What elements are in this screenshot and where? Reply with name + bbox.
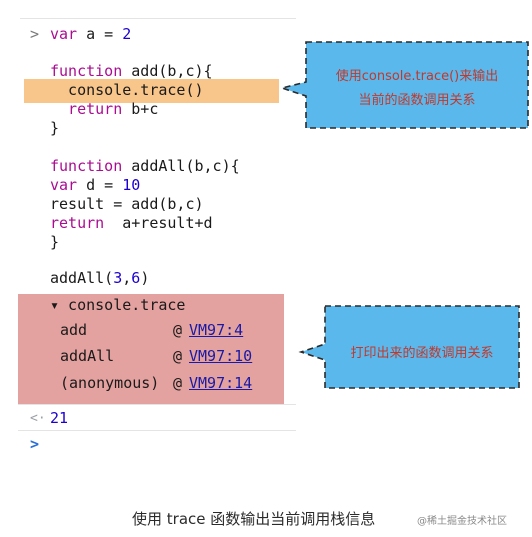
code-line-11: addAll(3,6) [50,269,149,288]
trace-header-toggle[interactable]: ▾ console.trace [50,296,186,314]
keyword: function [50,62,123,80]
code-line-2: function add(b,c){ [50,62,213,81]
code-line-7: var d = 10 [50,176,140,195]
result-value: 21 [50,409,69,427]
number-literal: 2 [122,25,132,43]
figure-caption: 使用 trace 函数输出当前调用栈信息 [132,510,376,528]
code-text: add(b,c){ [122,62,213,80]
callout-text: 打印出来的函数调用关系 [350,345,493,361]
trace-source-link[interactable]: VM97:10 [189,347,253,365]
keyword: return [50,100,123,118]
code-text: , [122,269,132,287]
callout-bottom: 打印出来的函数调用关系 [298,305,520,389]
code-text: ) [140,269,150,287]
callout-bubble [298,305,520,389]
keyword: return [50,214,105,232]
code-line-10: } [50,233,60,251]
result-arrow-icon: <· [30,411,46,426]
code-text: d = [77,176,123,194]
trace-source-link[interactable]: VM97:4 [189,321,244,339]
callout-bubble [279,41,529,129]
trace-fn-name: addAll [60,347,115,365]
code-text: addAll( [50,269,114,287]
watermark: @稀土掘金技术社区 [417,516,507,527]
code-line-6: function addAll(b,c){ [50,157,240,176]
top-divider [20,18,296,19]
code-text: addAll(b,c){ [122,157,240,175]
trace-at-symbol: @ [173,347,183,365]
code-line-9: return a+result+d [50,214,213,233]
trace-line-highlight [24,79,279,103]
number-literal: 3 [113,269,123,287]
code-text: a = [77,25,123,43]
keyword: var [50,176,78,194]
trace-at-symbol: @ [173,321,183,339]
code-line-8: result = add(b,c) [50,195,204,213]
code-line-3: console.trace() [50,81,204,99]
trace-fn-name: add [60,321,88,339]
callout-top: 使用console.trace()来输出 当前的函数调用关系 [279,41,529,129]
code-text: a+result+d [104,214,213,232]
code-line-5: } [50,119,60,137]
callout-text: 使用console.trace()来输出 [336,68,499,84]
code-line-4: return b+c [50,100,158,119]
number-literal: 10 [122,176,141,194]
code-line-1: var a = 2 [50,25,131,44]
callout-text: 当前的函数调用关系 [358,92,475,108]
trace-output [18,294,284,404]
divider [18,404,296,405]
trace-fn-name: (anonymous) [60,374,160,392]
keyword: function [50,157,123,175]
keyword: var [50,25,78,43]
input-prompt-icon: > [30,25,40,43]
trace-at-symbol: @ [173,374,183,392]
number-literal: 6 [131,269,141,287]
input-prompt-icon[interactable]: > [30,435,40,453]
code-text: b+c [122,100,159,118]
trace-source-link[interactable]: VM97:14 [189,374,253,392]
divider [18,430,296,431]
